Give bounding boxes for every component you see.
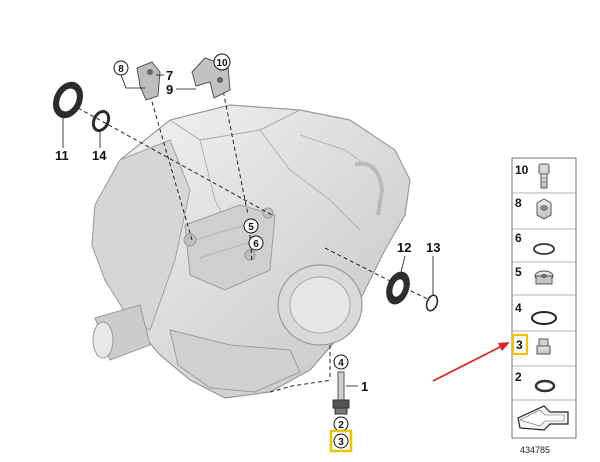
sensor-bracket-7 (136, 61, 161, 101)
panel-number-10: 10 (515, 163, 529, 177)
o-ring-13 (425, 294, 439, 312)
panel-row-6: 6 (515, 231, 555, 255)
leader-5 (249, 234, 253, 263)
screw-plug-1 (332, 371, 350, 415)
callout-8: 8 (118, 64, 124, 75)
panel-number-3-highlight (511, 333, 529, 356)
callout-3-circle (333, 433, 349, 449)
screw-plug-icon (534, 270, 554, 285)
direction-arrow-icon (517, 405, 569, 431)
leader-10 (221, 84, 249, 216)
callout-5-circle (243, 218, 259, 234)
drain-plug-icon (536, 338, 551, 355)
panel-row-2: 2 (515, 370, 556, 393)
callout-6: 6 (253, 239, 259, 250)
callout-4-circle (333, 354, 349, 370)
panel-row-5: 5 (515, 265, 554, 285)
panel-number-5: 5 (515, 265, 522, 279)
hex-nut-icon (536, 198, 552, 220)
bolt-icon (538, 163, 550, 189)
callout-7: 7 (166, 68, 173, 83)
sealing-ring-11 (52, 81, 84, 119)
panel-row-4: 4 (515, 301, 557, 325)
callout-6-circle (248, 235, 264, 251)
callout-3: 3 (338, 437, 344, 448)
callout-4: 4 (338, 358, 344, 369)
callout-9: 9 (166, 82, 173, 97)
callout-10-circle (213, 53, 231, 71)
panel-number-4: 4 (515, 301, 522, 315)
panel-row-3: 3 (511, 333, 551, 356)
callout-12: 12 (397, 240, 411, 255)
callouts: 8 7 10 9 11 14 5 6 12 13 4 1 2 (55, 53, 440, 453)
red-arrow (432, 342, 510, 382)
callout-10: 10 (216, 58, 228, 69)
leader-11 (77, 107, 273, 216)
callout-2: 2 (338, 420, 344, 431)
panel-number-3: 3 (516, 338, 523, 352)
callout-5: 5 (248, 222, 254, 233)
panel-number-8: 8 (515, 196, 522, 210)
callout-14: 14 (92, 148, 107, 163)
callout-3-highlight (329, 429, 353, 453)
reference-number: 434785 (520, 445, 550, 455)
sealing-ring-icon (531, 311, 557, 325)
panel-number-6: 6 (515, 231, 522, 245)
panel-number-2: 2 (515, 370, 522, 384)
shaft-seal-12 (386, 271, 410, 305)
o-ring-icon (533, 243, 555, 255)
leader-13 (397, 284, 431, 301)
panel-row-10: 10 (515, 163, 550, 189)
leader-lines (77, 84, 431, 393)
gasket-ring-icon (534, 379, 556, 393)
parts-panel: 10 8 6 5 (511, 157, 577, 439)
leader-bottom (269, 379, 333, 393)
callout-11: 11 (55, 148, 69, 163)
o-ring-14 (91, 109, 111, 133)
panel-row-8: 8 (515, 196, 552, 220)
callout-1: 1 (361, 379, 368, 394)
callout-13: 13 (426, 240, 440, 255)
